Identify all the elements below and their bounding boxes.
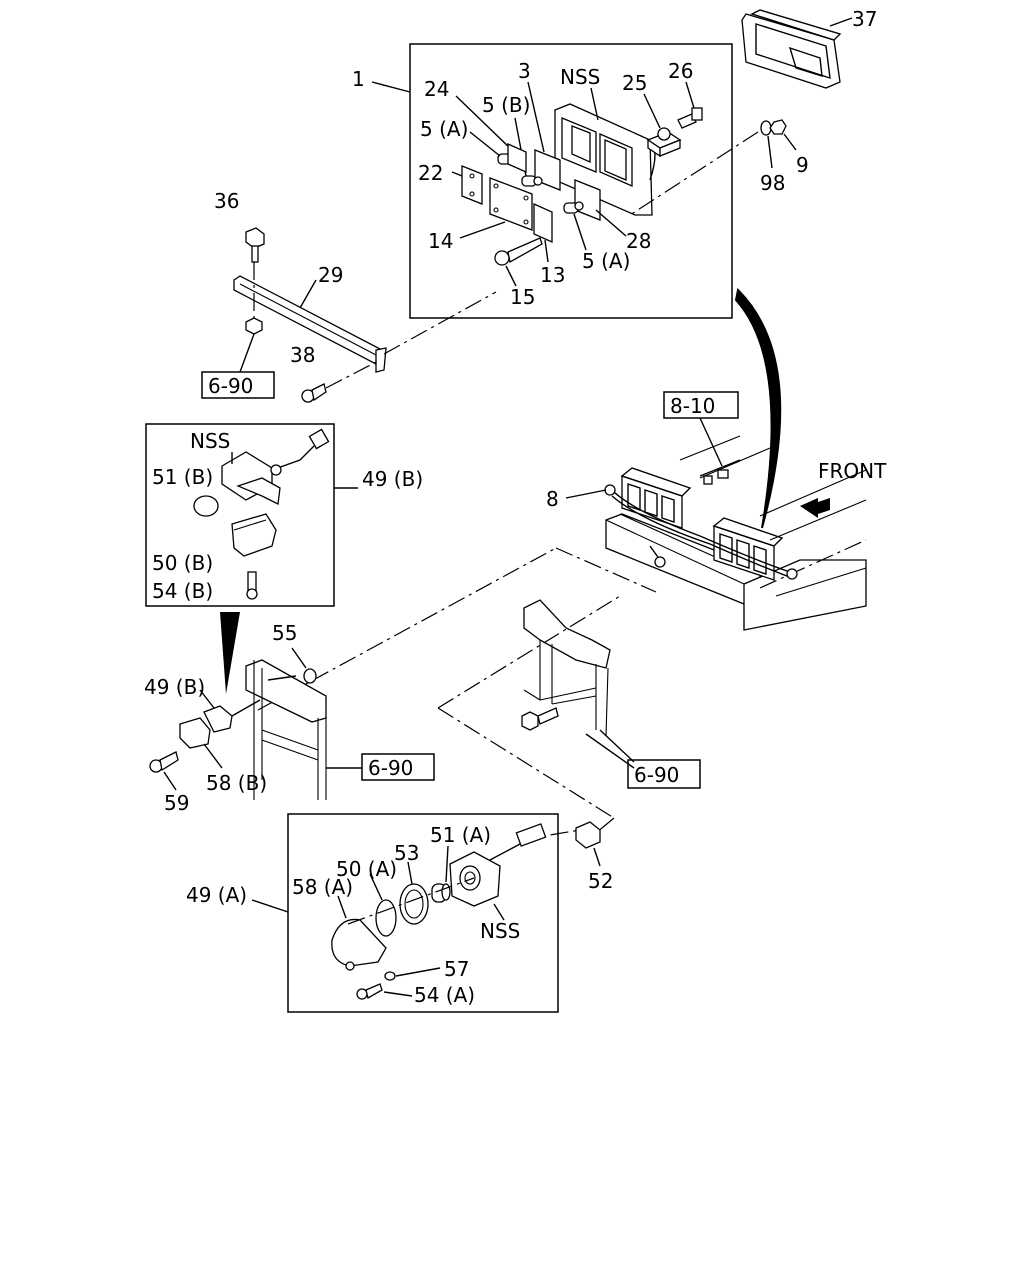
socket-unit	[449, 823, 547, 907]
ref-box-8-10	[663, 391, 739, 419]
lens-50a	[375, 899, 397, 937]
ref-box-6-90-b	[361, 753, 435, 781]
nut-9	[769, 119, 787, 135]
washer-57	[384, 971, 396, 981]
lamp-cover-58a	[331, 918, 387, 971]
ref-6-90-a: 6-90	[208, 374, 253, 398]
callout-5b: 5 (B)	[482, 93, 530, 117]
inset-box-49a	[287, 813, 559, 1013]
callout-50b: 50 (B)	[152, 551, 213, 575]
callout-22: 22	[418, 161, 443, 185]
lens-50b	[231, 513, 277, 557]
bulb-51a	[431, 883, 451, 903]
callout-49b-box: 49 (B)	[362, 467, 423, 491]
callout-53: 53	[394, 841, 419, 865]
callout-26: 26	[668, 59, 693, 83]
callout-25: 25	[622, 71, 647, 95]
lamp-unit-49b	[221, 428, 330, 505]
callout-49a: 49 (A)	[186, 883, 247, 907]
connector-52	[575, 821, 601, 849]
label-nss-49b: NSS	[190, 429, 230, 453]
lamp-housing	[554, 103, 656, 216]
callout-57: 57	[444, 957, 469, 981]
ref-6-90-c: 6-90	[634, 763, 679, 787]
bracket-left	[245, 659, 327, 800]
bulb-5a-bot	[563, 201, 584, 214]
callout-58a: 58 (A)	[292, 875, 353, 899]
callout-37: 37	[852, 7, 877, 31]
bolt-center	[521, 707, 559, 731]
part-22	[461, 165, 483, 205]
callout-3: 3	[518, 59, 531, 83]
curved-arrow-icon	[734, 287, 782, 529]
screw-15	[494, 237, 543, 266]
callout-5a-top: 5 (A)	[420, 117, 468, 141]
part-24	[507, 142, 527, 174]
callout-51a: 51 (A)	[430, 823, 491, 847]
bracket-center	[523, 599, 611, 737]
callout-54a: 54 (A)	[414, 983, 475, 1007]
callout-49b-assy: 49 (B)	[144, 675, 205, 699]
bulb-51b	[193, 495, 219, 517]
callout-14: 14	[428, 229, 453, 253]
ref-6-90-b: 6-90	[368, 756, 413, 780]
nut-6-90	[245, 317, 263, 335]
front-arrow-icon	[800, 498, 830, 518]
inset-box-1	[409, 43, 733, 319]
grommet-55	[303, 668, 317, 684]
callout-8: 8	[546, 487, 559, 511]
callout-5a-bot: 5 (A)	[582, 249, 630, 273]
callout-28: 28	[626, 229, 651, 253]
callout-50a: 50 (A)	[336, 857, 397, 881]
bolt-59	[149, 751, 179, 773]
callout-98: 98	[760, 171, 785, 195]
bulb-5b	[521, 175, 543, 187]
callout-15: 15	[510, 285, 535, 309]
callout-24: 24	[424, 77, 449, 101]
callout-59: 59	[164, 791, 189, 815]
part-37	[741, 9, 842, 89]
screw-54b	[246, 571, 258, 600]
bolt-36	[245, 227, 265, 263]
callout-51b: 51 (B)	[152, 465, 213, 489]
gasket-53	[399, 883, 429, 925]
ref-box-6-90-a	[201, 371, 275, 399]
callout-52: 52	[588, 869, 613, 893]
bolt-38	[301, 383, 327, 403]
label-nss-49a: NSS	[480, 919, 520, 943]
callout-54b: 54 (B)	[152, 579, 213, 603]
callout-1: 1	[352, 67, 365, 91]
label-front: FRONT	[818, 459, 887, 483]
harness-8	[604, 459, 798, 580]
callout-9: 9	[796, 153, 809, 177]
callout-36: 36	[214, 189, 239, 213]
lamp-assy-49b	[179, 699, 261, 749]
callout-55: 55	[272, 621, 297, 645]
part-13	[533, 202, 553, 244]
callout-58b: 58 (B)	[206, 771, 267, 795]
callout-29: 29	[318, 263, 343, 287]
callout-13: 13	[540, 263, 565, 287]
part-14	[489, 177, 533, 231]
bolt-26	[677, 107, 703, 129]
ref-8-10: 8-10	[670, 394, 715, 418]
pointer-arrow-icon	[220, 612, 240, 694]
ref-box-6-90-c	[627, 759, 701, 789]
connector-25	[646, 127, 682, 158]
label-nss-top: NSS	[560, 65, 600, 89]
callout-38: 38	[290, 343, 315, 367]
inset-box-49b	[145, 423, 335, 607]
screw-54a	[356, 983, 383, 1000]
bracket-29	[233, 275, 387, 373]
